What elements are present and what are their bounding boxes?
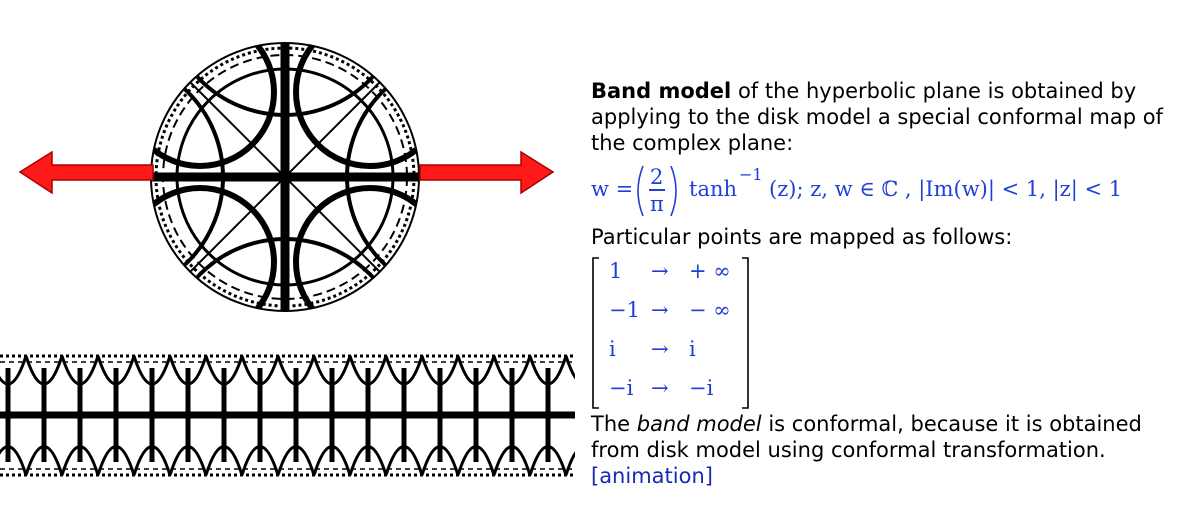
band-model-tiling xyxy=(0,354,575,477)
mapping-formula: w = 2 π tanh −1 (z); z, w ∈ ℂ , |Im(w)| … xyxy=(591,162,1191,220)
description-text: Band model of the hyperbolic plane is ob… xyxy=(591,78,1191,489)
band-arc-bottom xyxy=(276,445,316,476)
band-arc-top xyxy=(384,355,424,386)
matrix-from: i xyxy=(609,337,616,361)
matrix-row: −1 → − ∞ xyxy=(591,295,751,325)
fraction-bar xyxy=(649,189,665,191)
formula-parens xyxy=(637,165,677,217)
band-arc-top xyxy=(96,355,136,386)
band-arc-top xyxy=(60,355,100,386)
right-arrow-icon xyxy=(419,150,555,195)
band-arc-bottom xyxy=(24,445,64,476)
matrix-to: − ∞ xyxy=(689,298,731,322)
band-arc-top xyxy=(564,355,575,380)
band-arc-bottom xyxy=(0,445,28,476)
band-arc-top xyxy=(420,355,460,386)
band-arc-top xyxy=(168,355,208,386)
conclusion-paragraph: The band model is conformal, because it … xyxy=(591,411,1191,489)
band-arc-top xyxy=(492,355,532,386)
band-arcs xyxy=(0,355,575,476)
formula-func: tanh xyxy=(689,177,738,201)
band-arc-top xyxy=(132,355,172,386)
band-arc-bottom xyxy=(312,445,352,476)
fraction-denominator: π xyxy=(650,192,664,216)
formula-exponent: −1 xyxy=(739,165,763,184)
poincare-disk-tiling xyxy=(150,42,420,312)
band-model-figure xyxy=(0,42,575,477)
band-arc-bottom xyxy=(60,445,100,476)
matrix-to: −i xyxy=(689,376,714,400)
matrix-arrow: → xyxy=(651,259,669,283)
band-arc-top xyxy=(528,355,568,386)
band-arc-bottom xyxy=(168,445,208,476)
intro-rest: of the hyperbolic plane is obtained by a… xyxy=(591,79,1163,155)
conclusion-band-model: band model xyxy=(636,412,762,436)
matrix-row: −i → −i xyxy=(591,373,751,403)
formula-rest: (z); z, w ∈ ℂ , |Im(w)| < 1, |z| < 1 xyxy=(769,177,1123,201)
band-arc-top xyxy=(204,355,244,386)
matrix-arrow: → xyxy=(651,376,669,400)
band-model-bold: Band model xyxy=(591,79,732,103)
band-arc-bottom xyxy=(96,445,136,476)
band-arc-top xyxy=(312,355,352,386)
band-arc-top xyxy=(276,355,316,386)
mapping-intro: Particular points are mapped as follows: xyxy=(591,225,1013,249)
matrix-to: + ∞ xyxy=(689,259,731,283)
band-arc-bottom xyxy=(384,445,424,476)
band-arc-bottom xyxy=(420,445,460,476)
matrix-to: i xyxy=(689,337,696,361)
intro-paragraph: Band model of the hyperbolic plane is ob… xyxy=(591,78,1191,156)
conclusion-start: The xyxy=(591,412,637,436)
fraction-numerator: 2 xyxy=(650,165,664,189)
band-arc-bottom xyxy=(348,445,388,476)
band-arc-top xyxy=(0,355,28,386)
formula-lhs: w = xyxy=(591,177,634,201)
matrix-from: −i xyxy=(609,376,634,400)
band-arc-top xyxy=(456,355,496,386)
band-arc-bottom xyxy=(240,445,280,476)
matrix-arrow: → xyxy=(651,298,669,322)
matrix-arrow: → xyxy=(651,337,669,361)
band-arc-bottom xyxy=(456,445,496,476)
band-arc-bottom xyxy=(564,451,575,476)
mapping-matrix: 1 → + ∞ −1 → − ∞ i → i −i → −i xyxy=(591,256,761,411)
left-arrow-icon xyxy=(18,150,154,195)
band-arc-top xyxy=(348,355,388,386)
formula-fraction: 2 π xyxy=(635,164,675,218)
band-arc-top xyxy=(24,355,64,386)
band-arc-bottom xyxy=(204,445,244,476)
matrix-row: 1 → + ∞ xyxy=(591,256,751,286)
conclusion-rest: is conformal, because it is obtained fro… xyxy=(591,412,1142,462)
matrix-from: 1 xyxy=(609,259,623,283)
band-arc-bottom xyxy=(528,445,568,476)
animation-link[interactable]: [animation] xyxy=(591,464,713,488)
matrix-from: −1 xyxy=(609,298,640,322)
band-arc-bottom xyxy=(492,445,532,476)
band-arc-top xyxy=(240,355,280,386)
matrix-brackets xyxy=(592,257,749,409)
band-arc-bottom xyxy=(132,445,172,476)
matrix-row: i → i xyxy=(591,334,751,364)
